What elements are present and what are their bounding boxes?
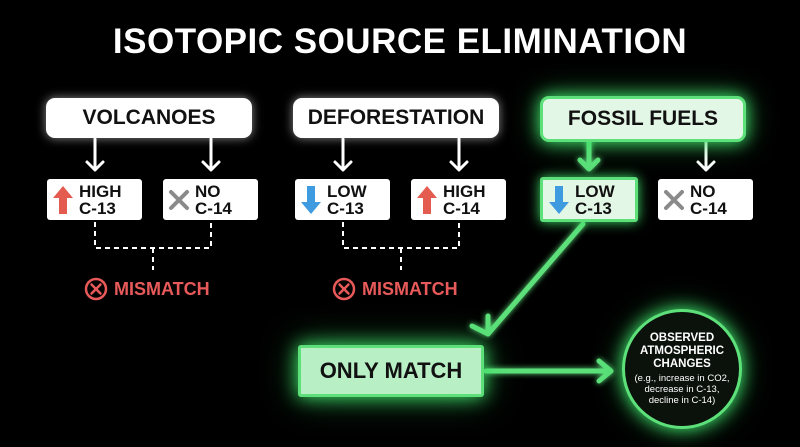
arrow-fossil-c13 <box>577 136 601 172</box>
arrow-volcanoes-c14 <box>201 137 221 172</box>
only-match-box: ONLY MATCH <box>298 345 484 397</box>
circle-x-icon <box>84 277 108 301</box>
cross-icon <box>664 189 684 210</box>
source-deforestation: DEFORESTATION <box>293 98 499 138</box>
arrow-volcanoes-c13 <box>85 137 105 172</box>
mismatch-deforestation: MISMATCH <box>332 276 458 302</box>
observed-changes-circle: OBSERVED ATMOSPHERIC CHANGES (e.g., incr… <box>622 309 742 429</box>
arrow-deforestation-c14 <box>449 137 469 172</box>
bracket-deforestation <box>342 222 460 270</box>
up-arrow-icon <box>417 185 437 214</box>
bracket-volcanoes <box>94 222 212 270</box>
cross-icon <box>169 189 189 210</box>
arrow-fossil-c14 <box>696 137 716 172</box>
diagram-title: ISOTOPIC SOURCE ELIMINATION <box>112 22 688 61</box>
down-arrow-icon <box>301 185 321 214</box>
down-arrow-icon <box>549 185 569 214</box>
arrow-deforestation-c13 <box>333 137 353 172</box>
circle-x-icon <box>332 277 356 301</box>
observed-detail-line: decline in C-14) <box>648 395 716 406</box>
source-fossil-fuels: FOSSIL FUELS <box>540 96 746 142</box>
observed-heading-line: ATMOSPHERIC <box>639 345 725 357</box>
arrow-to-only-match <box>485 221 586 337</box>
observed-detail-line: (e.g., increase in CO2, <box>634 373 730 384</box>
observed-detail-line: decrease in C-13, <box>644 384 720 395</box>
source-volcanoes: VOLCANOES <box>46 98 252 138</box>
mismatch-volcanoes: MISMATCH <box>84 276 210 302</box>
arrow-to-observed <box>483 358 614 384</box>
observed-heading-line: OBSERVED <box>649 332 715 344</box>
observed-heading-line: CHANGES <box>653 358 711 370</box>
up-arrow-icon <box>53 185 73 214</box>
